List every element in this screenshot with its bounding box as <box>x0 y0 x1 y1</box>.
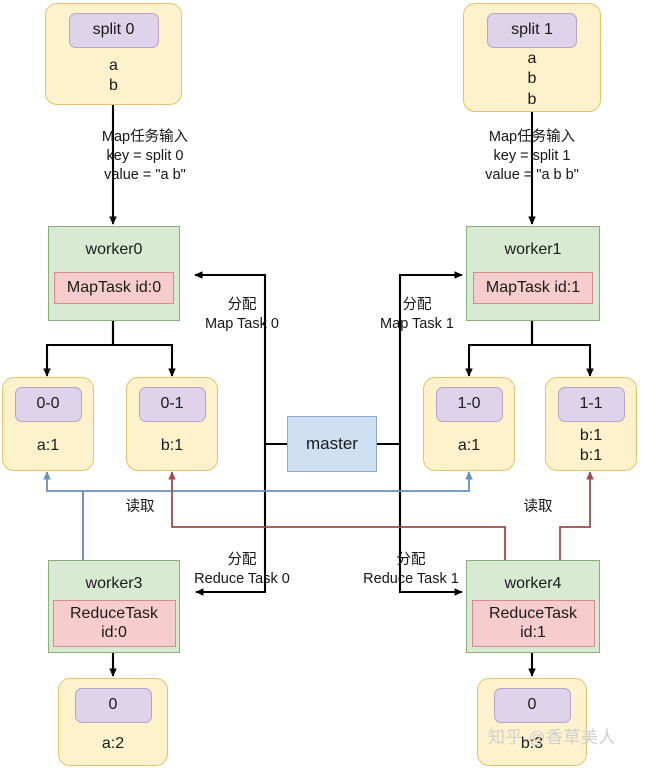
split-1-header: split 1 <box>487 13 577 48</box>
reduce-worker-0: worker3 ReduceTask id:0 <box>48 560 180 653</box>
partition-0-0-line-1: a:1 <box>36 436 60 454</box>
assign-reduce-1-line-2: Reduce Task 1 <box>363 571 459 588</box>
partition-card-0-1: 0-1 b:1 <box>126 377 218 471</box>
assign-map-1-line-1: 分配 <box>402 297 432 313</box>
output-card-1: 0 b:3 <box>477 678 587 766</box>
assign-map-label-1: 分配 Map Task 1 <box>355 296 479 334</box>
partition-1-0-header: 1-0 <box>435 387 503 422</box>
partition-1-0-body: a:1 <box>458 422 480 470</box>
map-input-0-line-1: Map任务输入 <box>101 129 189 145</box>
split-1-line-2: b <box>527 70 537 88</box>
map-input-1-line-3: value = "a b b" <box>485 167 579 184</box>
split-1-line-3: b <box>527 90 537 108</box>
assign-reduce-label-1: 分配 Reduce Task 1 <box>347 551 475 589</box>
split-0-line-2: b <box>109 77 118 94</box>
map-worker-1: worker1 MapTask id:1 <box>466 226 600 321</box>
reduce-task-1-line-2: id:1 <box>520 623 546 641</box>
map-input-label-1: Map任务输入 key = split 1 value = "a b b" <box>442 128 622 185</box>
output-1-header: 0 <box>493 688 571 723</box>
assign-map-1-line-2: Map Task 1 <box>380 316 454 333</box>
assign-map-0-line-2: Map Task 0 <box>205 316 279 333</box>
partition-card-1-0: 1-0 a:1 <box>423 377 515 471</box>
read-label-0: 读取 <box>125 499 155 515</box>
watermark-text: 知乎 @香草美人 <box>488 728 616 747</box>
split-card-1: split 1 a b b <box>463 3 601 112</box>
reduce-task-1-line-1: ReduceTask <box>488 604 578 622</box>
reduce-task-0-line-2: id:0 <box>101 623 127 641</box>
partition-1-1-line-1: b:1 <box>579 426 603 444</box>
split-card-0: split 0 a b <box>45 3 182 105</box>
map-worker-0: worker0 MapTask id:0 <box>48 226 180 321</box>
map-input-0-line-2: key = split 0 <box>106 148 184 165</box>
assign-reduce-label-0: 分配 Reduce Task 0 <box>178 551 306 589</box>
map-input-0-line-3: value = "a b" <box>104 167 186 184</box>
partition-1-0-line-1: a:1 <box>457 436 481 454</box>
output-card-0: 0 a:2 <box>58 678 168 766</box>
map-input-1-line-2: key = split 1 <box>493 148 571 165</box>
reduce-worker-1-title: worker4 <box>504 575 562 592</box>
partition-1-1-body: b:1 b:1 <box>580 422 602 470</box>
split-1-line-1: a <box>527 49 537 67</box>
output-0-header: 0 <box>74 688 152 723</box>
reduce-task-0-line-1: ReduceTask <box>69 604 159 622</box>
map-worker-0-title: worker0 <box>85 241 143 258</box>
reduce-task-chip-1: ReduceTask id:1 <box>471 600 595 647</box>
partition-0-0-header: 0-0 <box>14 387 82 422</box>
partition-0-1-line-1: b:1 <box>160 436 184 454</box>
partition-card-1-1: 1-1 b:1 b:1 <box>545 377 637 471</box>
reduce-task-chip-0: ReduceTask id:0 <box>52 600 176 647</box>
map-task-chip-0: MapTask id:0 <box>54 272 174 304</box>
assign-map-label-0: 分配 Map Task 0 <box>180 296 304 334</box>
assign-map-0-line-1: 分配 <box>227 297 257 313</box>
partition-0-1-header: 0-1 <box>138 387 206 422</box>
split-0-body: a b <box>109 48 118 104</box>
partition-0-0-body: a:1 <box>37 422 59 470</box>
assign-reduce-0-line-2: Reduce Task 0 <box>194 571 290 588</box>
output-0-line-1: a:2 <box>101 734 125 752</box>
map-worker-1-title: worker1 <box>504 241 562 258</box>
map-input-label-0: Map任务输入 key = split 0 value = "a b" <box>55 128 235 185</box>
partition-0-1-body: b:1 <box>161 422 183 470</box>
map-input-1-line-1: Map任务输入 <box>488 129 576 145</box>
output-0-body: a:2 <box>102 723 124 765</box>
master-node: master <box>287 416 377 472</box>
assign-reduce-1-line-1: 分配 <box>396 552 426 568</box>
read-label-1: 读取 <box>523 499 553 515</box>
partition-1-1-header: 1-1 <box>557 387 625 422</box>
reduce-worker-0-title: worker3 <box>85 575 143 592</box>
partition-1-1-line-2: b:1 <box>579 447 603 464</box>
split-0-header: split 0 <box>68 13 159 48</box>
reduce-worker-1: worker4 ReduceTask id:1 <box>466 560 600 653</box>
assign-reduce-0-line-1: 分配 <box>227 552 257 568</box>
output-1-line-1: b:3 <box>520 734 544 752</box>
partition-card-0-0: 0-0 a:1 <box>2 377 94 471</box>
split-0-line-1: a <box>109 56 118 74</box>
map-task-chip-1: MapTask id:1 <box>473 272 593 304</box>
split-1-body: a b b <box>528 48 537 111</box>
output-1-body: b:3 <box>521 723 543 765</box>
